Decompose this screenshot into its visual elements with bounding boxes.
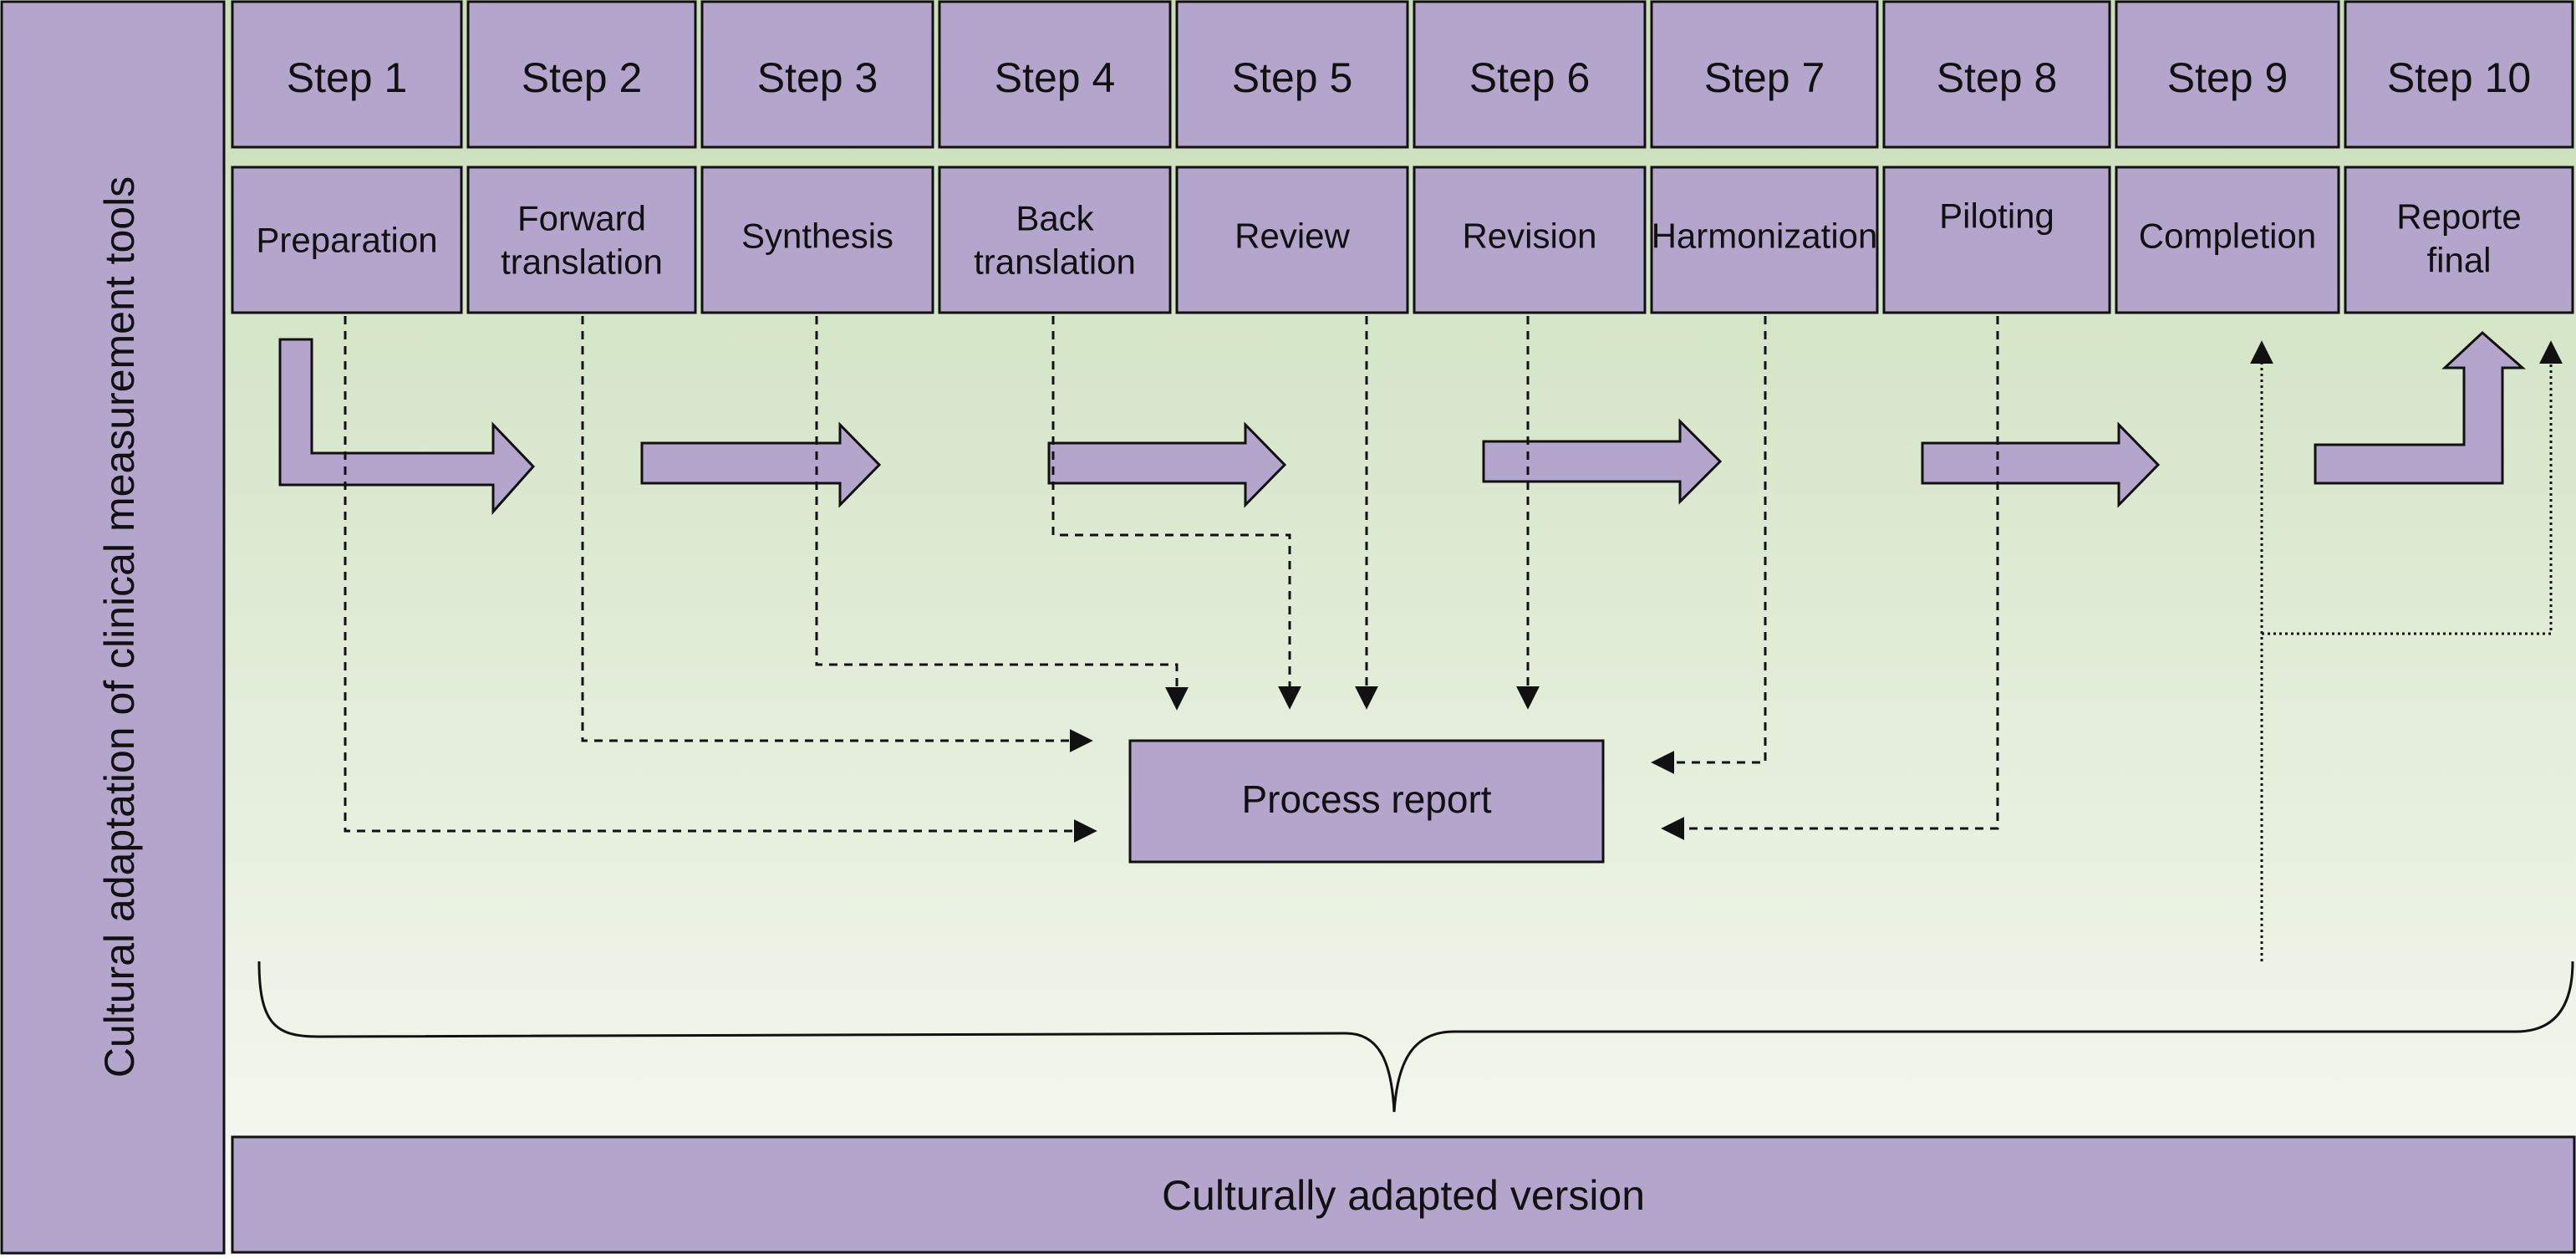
step-number-box <box>2115 0 2340 149</box>
step-name-box <box>2115 166 2340 314</box>
result-box <box>231 1135 2576 1254</box>
step-number-box <box>231 0 463 149</box>
step-name-box <box>2344 166 2574 314</box>
step-number-label: Step 1 <box>287 54 408 101</box>
step-number-label: Step 10 <box>2387 54 2531 101</box>
step-number-box <box>1882 0 2111 149</box>
step-number-box <box>1175 0 1409 149</box>
step-name-box <box>1413 166 1647 314</box>
block-arrow <box>640 421 882 508</box>
block-arrow <box>278 338 536 515</box>
step-name-box <box>1650 166 1879 314</box>
step-number-label: Step 5 <box>1232 54 1353 101</box>
step-name-label: Preparation <box>256 221 437 260</box>
step-number-box <box>700 0 934 149</box>
step-number-label: Step 9 <box>2167 54 2288 101</box>
step-name-box <box>700 166 934 314</box>
step-name-box <box>938 166 1172 314</box>
process-report-box <box>1128 739 1605 864</box>
side-label: Cultural adaptation of clinical measurem… <box>96 176 143 1078</box>
step-number-box <box>2344 0 2574 149</box>
step-number-box <box>938 0 1172 149</box>
block-arrow <box>1047 421 1287 508</box>
step-number-label: Step 2 <box>522 54 643 101</box>
dashed-connector <box>1661 316 1999 840</box>
step-number-label: Step 3 <box>757 54 878 101</box>
step-name-box <box>1175 166 1409 314</box>
curly-brace <box>257 961 2574 1113</box>
step-number-label: Step 7 <box>1704 54 1825 101</box>
flow-layer <box>278 316 2563 961</box>
step-name-label: Piloting <box>1939 196 2054 236</box>
dashed-connector <box>581 316 1093 752</box>
step-number-box <box>1650 0 1879 149</box>
process-report-label: Process report <box>1241 777 1491 821</box>
side-label-panel <box>0 0 226 1255</box>
dashed-connector <box>815 316 1189 711</box>
step-name-label: Review <box>1235 217 1350 256</box>
dotted-connector <box>2262 340 2563 635</box>
step-number-label: Step 6 <box>1469 54 1591 101</box>
step-name-box <box>231 166 463 314</box>
step-name-label: Revision <box>1462 217 1596 256</box>
step-name-label: Synthesis <box>741 217 893 256</box>
step-number-label: Step 4 <box>995 54 1116 101</box>
step-number-label: Step 8 <box>1937 54 2058 101</box>
step-name-label: Harmonization <box>1652 217 1878 256</box>
result-label: Culturally adapted version <box>1162 1172 1645 1219</box>
block-arrow <box>1921 421 2161 508</box>
block-arrow <box>1482 418 1723 505</box>
block-arrow <box>2314 330 2526 485</box>
step-name-label: Completion <box>2139 217 2316 256</box>
dashed-connector <box>1051 316 1301 710</box>
step-name-box <box>1882 166 2111 314</box>
step-name-box <box>466 166 697 314</box>
step-number-box <box>466 0 697 149</box>
step-number-box <box>1413 0 1647 149</box>
dashed-connector <box>344 316 1097 843</box>
